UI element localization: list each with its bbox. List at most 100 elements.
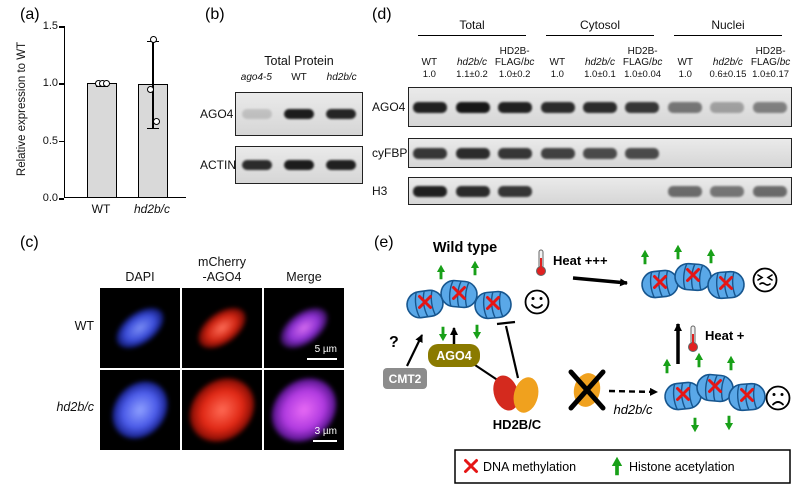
lane-label-line: WT — [421, 56, 438, 68]
protein-band — [540, 147, 575, 159]
plot-area — [64, 26, 186, 198]
fraction-group-label: Cytosol — [546, 18, 654, 36]
question-mark: ? — [389, 334, 399, 351]
panel-e-model-diagram: (e) Wild type — [365, 232, 802, 496]
y-tick-label: 0.5 — [42, 134, 58, 147]
lane-label: ago4-5 — [240, 72, 272, 83]
panel-b-label: (b) — [205, 6, 225, 23]
ago4-protein — [428, 344, 480, 367]
channel-headers: DAPI mCherry -AGO4 Merge — [100, 244, 344, 284]
blot-strip-actin — [235, 146, 363, 184]
nucleus-blob — [182, 370, 262, 450]
micrograph-hd2bc-dapi — [100, 370, 180, 450]
protein-band — [498, 185, 533, 197]
panel-e-label: (e) — [374, 234, 394, 251]
micrograph-hd2bc-merge: 3 µm — [264, 370, 344, 450]
hd2bc-label: HD2B/C — [493, 417, 542, 432]
data-point — [102, 79, 110, 87]
blot-title: Total Protein — [264, 54, 334, 68]
scale-bar — [307, 357, 337, 360]
blot-row-label: H3 — [372, 184, 388, 198]
ago4-label: AGO4 — [436, 349, 471, 363]
protein-band — [413, 101, 448, 113]
quantification-value: 0.6±0.15 — [709, 69, 747, 80]
y-axis-label: Relative expression to WT — [16, 41, 28, 177]
blot-row-label: cyFBP — [372, 146, 408, 160]
nucleus-blob — [100, 370, 180, 450]
y-tick-mark — [59, 83, 64, 85]
micrograph-hd2bc-mcherry — [182, 370, 262, 450]
protein-band — [326, 160, 356, 170]
lane-label-part: FLAG/ — [622, 56, 652, 68]
lane-label-line: HD2B- — [499, 45, 530, 57]
protein-band — [710, 101, 745, 113]
lane-label: hd2b/c — [451, 38, 494, 68]
heat-high-arrow — [572, 276, 628, 287]
protein-band — [413, 147, 448, 159]
protein-band — [284, 160, 314, 170]
lane-label-line: HD2B- — [627, 45, 658, 57]
protein-band — [413, 185, 448, 197]
thermometer-icon — [688, 325, 698, 352]
nucleus-blob — [189, 298, 255, 358]
data-point — [149, 36, 157, 44]
protein-band — [752, 101, 787, 113]
hd2b-protein — [493, 375, 519, 411]
lane-label: hd2b/c — [707, 38, 750, 68]
wild-type-label: Wild type — [433, 240, 497, 256]
lane-label-line: WT — [677, 56, 694, 68]
quantification-value: 1.0±0.17 — [752, 69, 790, 80]
happy-face-icon — [524, 289, 550, 315]
fraction-group-label: Total — [418, 18, 526, 36]
protein-band — [242, 109, 272, 119]
protein-band — [625, 147, 660, 159]
legend-histone-label: Histone acetylation — [629, 460, 735, 474]
data-point — [146, 85, 154, 93]
nucleus-blob — [107, 298, 173, 358]
thermometer-icon — [536, 249, 546, 276]
micrograph-wt-merge: 5 µm — [264, 288, 344, 368]
protein-band — [326, 109, 356, 119]
heat-high-label: Heat +++ — [553, 253, 608, 268]
mechanism-diagram: Wild type ? CMT2 AGO4 — [383, 240, 791, 484]
lane-label-part: bc — [651, 56, 663, 68]
protein-band — [498, 147, 533, 159]
y-tick-mark — [59, 198, 64, 200]
inhibition-bar — [496, 320, 516, 326]
protein-band — [710, 185, 745, 197]
knockout-x-icon — [568, 369, 606, 411]
lane-label-line: WT — [549, 56, 566, 68]
quantification-value: 1.0±0.1 — [584, 69, 616, 80]
cmt2-label: CMT2 — [389, 372, 422, 386]
bar — [87, 83, 117, 198]
protein-band — [583, 101, 617, 113]
header-line: -AGO4 — [202, 269, 242, 284]
scale-label: 5 µm — [314, 344, 337, 355]
error-bar — [152, 40, 154, 129]
data-point — [152, 117, 160, 125]
cmt2-protein — [383, 368, 427, 389]
lane-label: hd2b/c — [579, 38, 622, 68]
lane-label-part: bc — [779, 56, 791, 68]
header-line: DAPI — [125, 269, 155, 284]
lane-label: WT — [291, 72, 307, 83]
lane-label-line: hd2b/c — [456, 56, 487, 68]
dashed-arrow — [608, 387, 658, 396]
lane-label-line: FLAG/bc — [623, 57, 662, 68]
lane-label-part: FLAG/ — [750, 56, 780, 68]
scale-bar — [313, 439, 337, 442]
lane-label-line: hd2b/c — [584, 56, 615, 68]
quantification-value: 1.0±0.2 — [498, 69, 531, 80]
channel-header-merge: Merge — [264, 270, 344, 284]
genotype-row-label-wt: WT — [74, 319, 94, 333]
y-tick-label: 1.0 — [42, 77, 58, 90]
lane-label: HD2B-FLAG/bc — [749, 38, 792, 68]
protein-band — [667, 185, 702, 197]
sad-face-icon — [765, 385, 791, 411]
protein-band — [455, 147, 490, 159]
channel-header-dapi: DAPI — [100, 270, 180, 284]
micrograph-wt-dapi — [100, 288, 180, 368]
